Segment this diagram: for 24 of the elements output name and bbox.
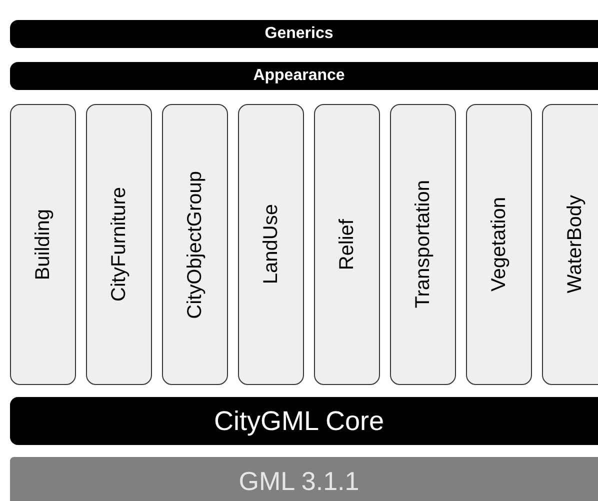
layer-label: CityGML Core bbox=[214, 406, 384, 436]
module-column bbox=[86, 104, 152, 385]
module-label: CityFurniture bbox=[108, 187, 130, 302]
module-label: Relief bbox=[336, 218, 358, 270]
layer-label: GML 3.1.1 bbox=[238, 466, 360, 496]
module-column bbox=[390, 104, 456, 385]
layer-bar bbox=[10, 62, 598, 90]
module-column bbox=[10, 104, 76, 385]
module-column bbox=[466, 104, 532, 385]
module-label: Transportation bbox=[412, 180, 434, 309]
module-column bbox=[314, 104, 380, 385]
module-column bbox=[238, 104, 304, 385]
module-label: Vegetation bbox=[488, 197, 510, 292]
layer-bar bbox=[10, 20, 598, 48]
module-label: Building bbox=[32, 208, 54, 280]
module-label: WaterBody bbox=[564, 195, 586, 294]
layer-bar bbox=[10, 397, 598, 445]
module-label: LandUse bbox=[260, 204, 282, 285]
module-column bbox=[542, 104, 598, 385]
layer-label: Appearance bbox=[253, 67, 345, 85]
module-column bbox=[162, 104, 228, 385]
layer-bar bbox=[10, 457, 598, 501]
module-label: CityObjectGroup bbox=[184, 170, 206, 318]
layer-label: Generics bbox=[264, 25, 334, 43]
